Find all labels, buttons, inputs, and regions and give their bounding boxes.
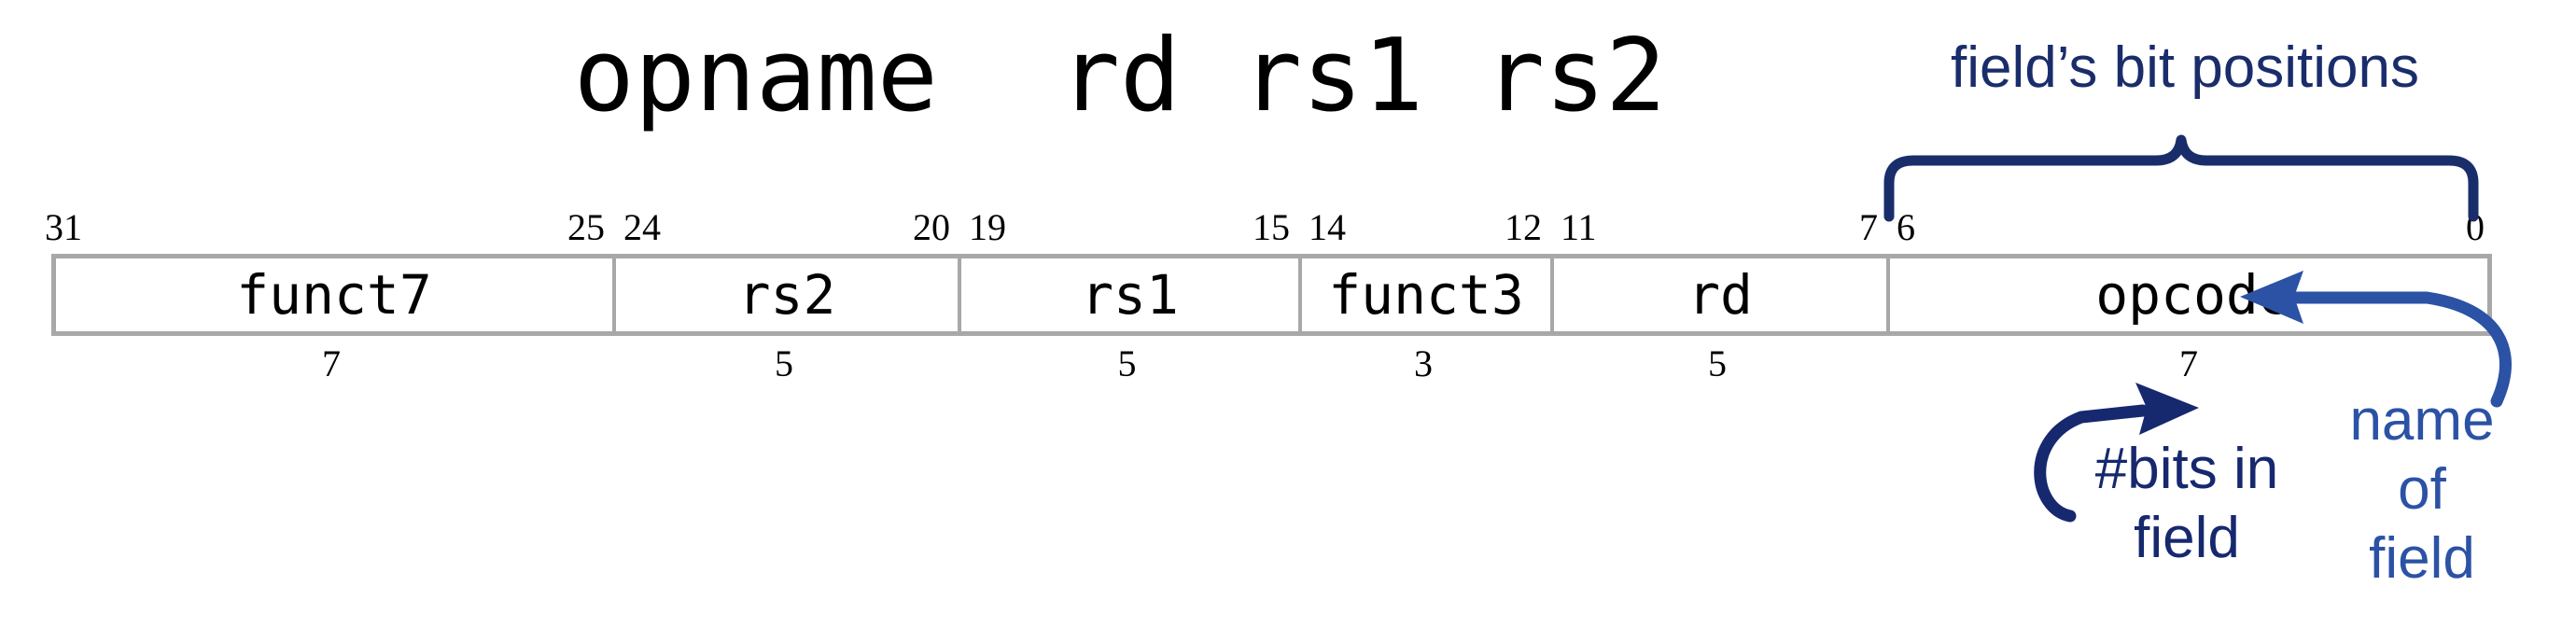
field-width-label: 5	[1708, 342, 1727, 384]
field-cell-funct7: funct7	[56, 258, 616, 331]
field-width-funct7: 7	[51, 342, 611, 407]
bit-position-12: 12	[1505, 206, 1542, 248]
annotation-num-bits-line-2: field	[2134, 506, 2240, 570]
field-width-label: 5	[1117, 342, 1137, 384]
field-width-label: 7	[2179, 342, 2198, 384]
annotation-name-of-field-line-1: name	[2349, 388, 2495, 453]
field-width-rs1: 5	[957, 342, 1297, 407]
bit-position-11: 11	[1561, 206, 1597, 248]
bit-position-20: 20	[913, 206, 950, 248]
field-width-rd: 5	[1549, 342, 1885, 407]
annotation-num-bits-line-1: #bits in	[2094, 437, 2279, 501]
field-width-opcode: 7	[1885, 342, 2492, 407]
field-cell-rs2: rs2	[616, 258, 961, 331]
annotation-name-of-field-line-3: field	[2369, 526, 2475, 591]
instruction-field-row: funct7 rs2 rs1 funct3 rd opcode	[51, 254, 2492, 336]
field-name-label: rs1	[1081, 263, 1179, 327]
bit-position-19: 19	[969, 206, 1006, 248]
field-name-label: rs2	[737, 263, 836, 327]
field-cell-opcode: opcode	[1890, 258, 2497, 331]
field-width-label: 7	[322, 342, 341, 384]
field-name-label: rd	[1687, 263, 1753, 327]
bit-position-15: 15	[1253, 206, 1290, 248]
field-width-label: 3	[1414, 342, 1433, 384]
field-width-funct3: 3	[1297, 342, 1549, 407]
bit-position-25: 25	[567, 206, 605, 248]
bit-position-6: 6	[1897, 206, 1915, 248]
field-cell-rs1: rs1	[961, 258, 1302, 331]
bit-position-24: 24	[623, 206, 661, 248]
field-width-rs2: 5	[611, 342, 957, 407]
bit-position-0: 0	[2466, 206, 2485, 248]
field-cell-funct3: funct3	[1302, 258, 1554, 331]
field-name-label: funct3	[1328, 263, 1524, 327]
field-width-label: 5	[775, 342, 793, 384]
field-name-label: funct7	[236, 263, 432, 327]
bit-position-31: 31	[45, 206, 82, 248]
bit-position-7: 7	[1859, 206, 1878, 248]
field-width-labels: 7 5 5 3 5 7	[51, 342, 2492, 407]
annotation-name-of-field-line-2: of	[2398, 457, 2446, 522]
field-cell-rd: rd	[1554, 258, 1890, 331]
instruction-title: opname rd rs1 rs2	[573, 18, 1667, 134]
field-name-label: opcode	[2095, 263, 2291, 327]
bit-position-14: 14	[1309, 206, 1346, 248]
annotation-bit-positions: field’s bit positions	[1951, 35, 2420, 100]
